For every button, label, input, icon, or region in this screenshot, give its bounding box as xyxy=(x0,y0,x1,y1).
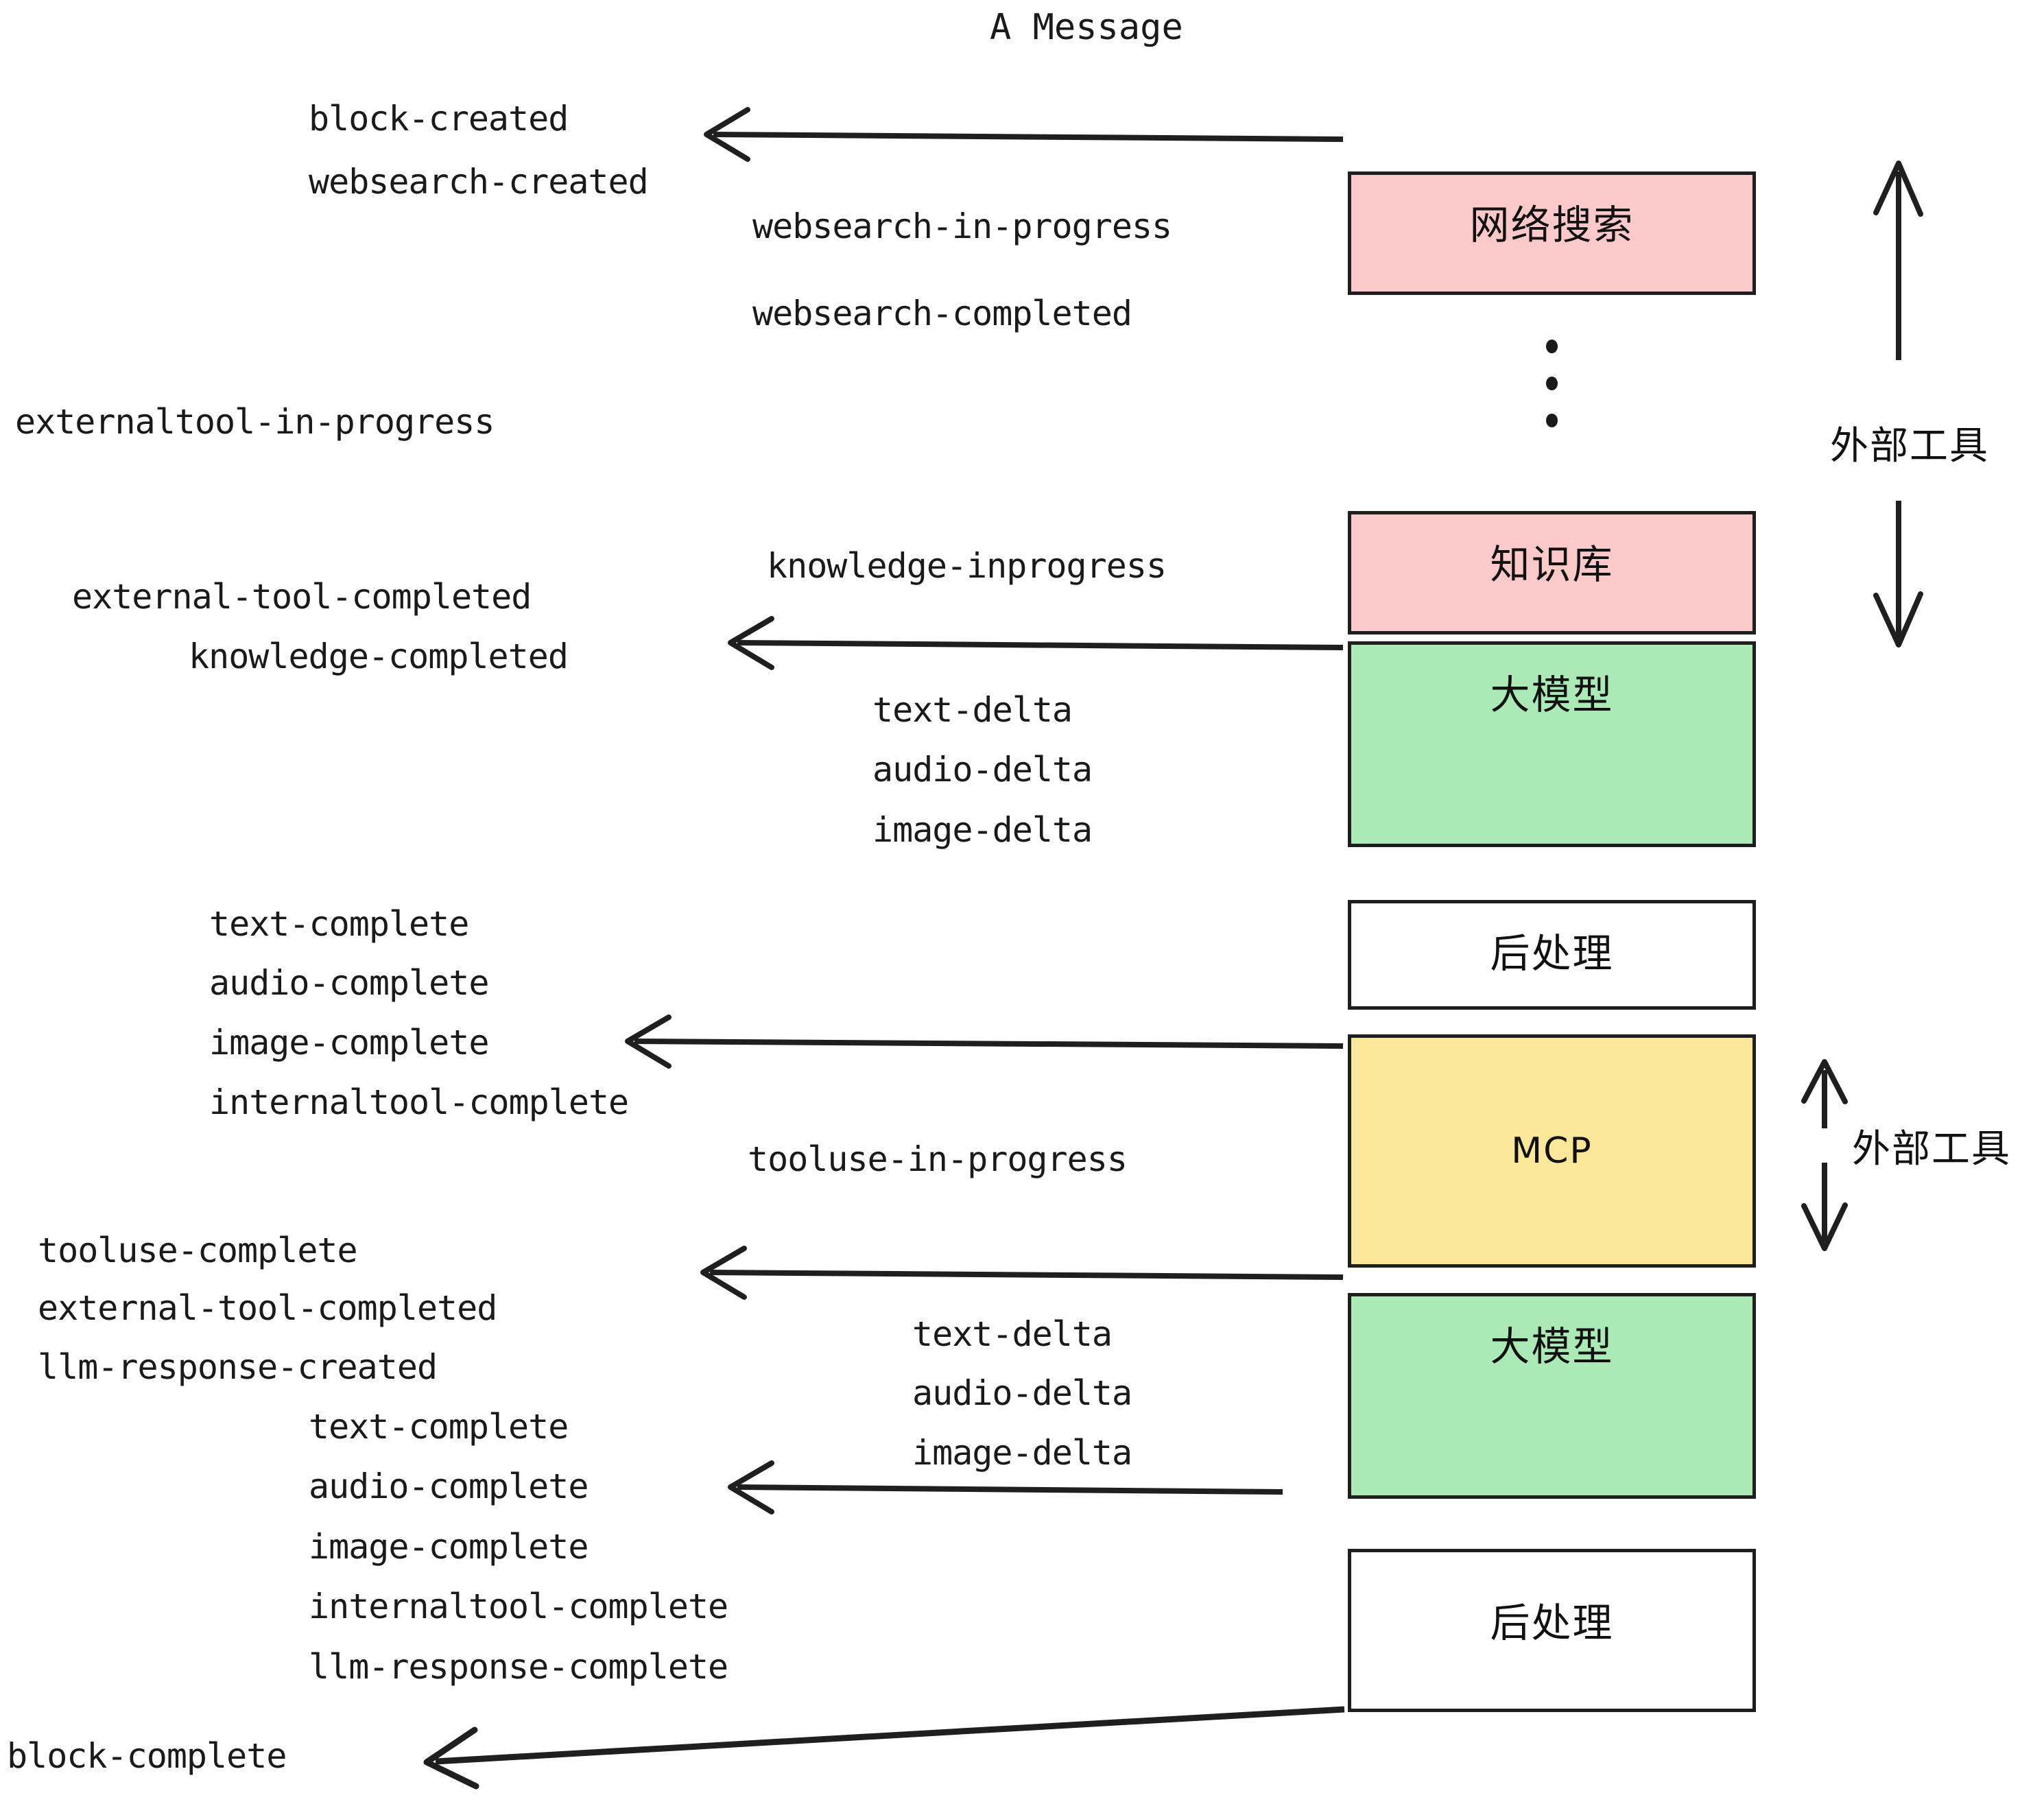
node-llm-1-label: 大模型 xyxy=(1490,672,1614,718)
event-websearch-in-progress: websearch-in-progress xyxy=(752,206,1172,246)
ellipsis-dot xyxy=(1546,377,1558,390)
event-knowledge-inprogress: knowledge-inprogress xyxy=(767,546,1167,586)
event-tooluse-in-progress: tooluse-in-progress xyxy=(748,1139,1128,1179)
event-audio-delta-1: audio-delta xyxy=(872,750,1093,790)
event-external-tool-completed-1: external-tool-completed xyxy=(72,577,532,617)
event-text-delta-1: text-delta xyxy=(872,690,1073,730)
event-block-complete: block-complete xyxy=(7,1736,287,1776)
event-internaltool-complete-1: internaltool-complete xyxy=(209,1082,629,1122)
external-tool-range-bottom xyxy=(1801,1059,1848,1251)
node-llm-2-label: 大模型 xyxy=(1490,1323,1614,1370)
event-image-delta-1: image-delta xyxy=(872,810,1093,850)
node-knowledge[interactable]: 知识库 xyxy=(1348,511,1756,634)
event-websearch-created: websearch-created xyxy=(309,162,649,202)
event-audio-complete-2: audio-complete xyxy=(309,1467,589,1506)
ellipsis-dot xyxy=(1546,340,1558,353)
event-llm-response-created: llm-response-created xyxy=(38,1347,438,1387)
arrow-postprocess2-to-block-complete xyxy=(423,1706,1345,1790)
diagram-title: A Message xyxy=(990,7,1183,48)
event-text-complete-2: text-complete xyxy=(309,1407,569,1447)
arrow-knowledge-to-completed xyxy=(728,616,1344,670)
arrow-websearch-to-created xyxy=(704,107,1344,162)
event-tooluse-complete: tooluse-complete xyxy=(38,1231,358,1270)
node-postprocess-1-label: 后处理 xyxy=(1490,930,1614,977)
event-websearch-completed: websearch-completed xyxy=(752,294,1132,333)
node-mcp-label: MCP xyxy=(1511,1130,1593,1172)
arrow-postprocess1-to-image-complete xyxy=(625,1014,1344,1069)
event-audio-delta-2: audio-delta xyxy=(912,1373,1132,1413)
side-label-external-tool-bottom: 外部工具 xyxy=(1852,1127,2011,1172)
ellipsis-dot xyxy=(1546,414,1558,427)
event-text-complete-1: text-complete xyxy=(209,904,469,944)
side-label-external-tool-top: 外部工具 xyxy=(1830,424,1989,468)
node-websearch-label: 网络搜索 xyxy=(1469,202,1635,248)
event-llm-response-complete: llm-response-complete xyxy=(309,1647,728,1687)
external-tool-range-top xyxy=(1873,161,1923,648)
event-externaltool-in-progress: externaltool-in-progress xyxy=(15,402,495,442)
arrow-mcp-to-tooluse-complete xyxy=(700,1246,1344,1300)
node-mcp[interactable]: MCP xyxy=(1348,1034,1756,1268)
event-knowledge-completed: knowledge-completed xyxy=(189,637,569,676)
event-external-tool-completed-2: external-tool-completed xyxy=(38,1288,497,1328)
node-websearch[interactable]: 网络搜索 xyxy=(1348,171,1756,295)
event-image-complete-1: image-complete xyxy=(209,1023,489,1063)
node-postprocess-2-label: 后处理 xyxy=(1490,1600,1614,1646)
node-postprocess-1[interactable]: 后处理 xyxy=(1348,900,1756,1010)
event-image-complete-2: image-complete xyxy=(309,1527,589,1567)
event-image-delta-2: image-delta xyxy=(912,1433,1132,1473)
node-knowledge-label: 知识库 xyxy=(1490,541,1614,588)
vertical-ellipsis xyxy=(1546,340,1558,427)
event-internaltool-complete-2: internaltool-complete xyxy=(309,1587,728,1626)
event-text-delta-2: text-delta xyxy=(912,1314,1113,1354)
node-llm-1[interactable]: 大模型 xyxy=(1348,641,1756,847)
event-audio-complete-1: audio-complete xyxy=(209,963,489,1003)
node-llm-2[interactable]: 大模型 xyxy=(1348,1293,1756,1499)
node-postprocess-2[interactable]: 后处理 xyxy=(1348,1549,1756,1712)
event-block-created: block-created xyxy=(309,99,569,139)
